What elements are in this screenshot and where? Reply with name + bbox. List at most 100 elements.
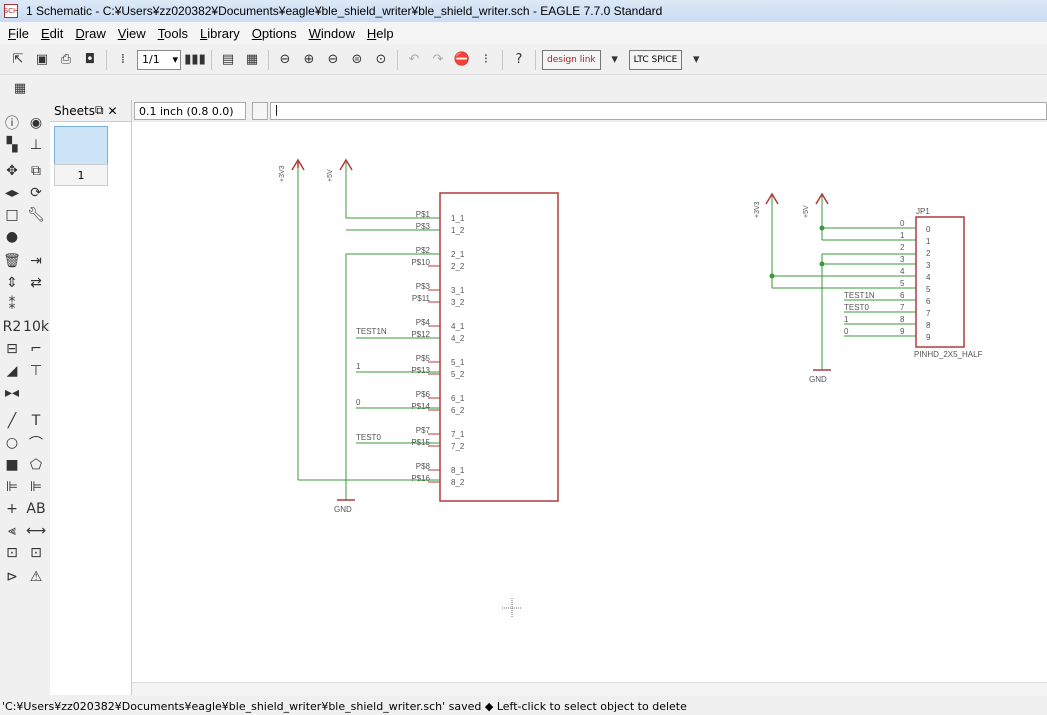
menu-file[interactable]: File (2, 26, 35, 41)
stop-icon[interactable]: ⛔ (453, 52, 471, 67)
rotate-icon[interactable]: ⟳ (30, 185, 42, 201)
grid-icon[interactable]: ▦ (13, 80, 27, 96)
jp-inner-pin-label: 7 (926, 309, 931, 318)
undock-icon[interactable]: ⧉ (94, 103, 104, 117)
pinswap-icon[interactable]: ⇕ (6, 275, 18, 291)
menu-draw[interactable]: Draw (69, 26, 111, 41)
connector-body[interactable] (439, 192, 559, 502)
toolbar-separator (211, 49, 212, 70)
gnd-left[interactable]: GND (334, 254, 355, 514)
pin-label: 1_1 (451, 214, 465, 223)
supply-3v3-left[interactable]: +3V3 (279, 158, 305, 480)
menu-accelerator: D (75, 25, 85, 41)
bus-icon[interactable]: ⊫ (5, 479, 19, 495)
invoke-icon[interactable]: ⊤ (29, 363, 43, 379)
zoom-fit-icon[interactable]: ⊖ (279, 52, 291, 67)
value-icon[interactable]: 10k (23, 319, 49, 335)
wire-icon[interactable]: ╱ (7, 413, 17, 429)
chevron-down-icon[interactable]: ▾ (611, 52, 618, 67)
designlink-button[interactable]: design link (542, 49, 601, 70)
mark-icon[interactable]: ⊥ (29, 137, 43, 153)
print-icon[interactable]: ⎙ (60, 52, 72, 67)
delete-icon[interactable]: 🗑︎ (3, 253, 21, 269)
bom-icon[interactable]: ▮▮▮ (184, 52, 206, 67)
menu-view[interactable]: View (112, 26, 152, 41)
attribute-icon[interactable]: ⫷ (8, 523, 16, 539)
pin-label: 4_2 (451, 334, 465, 343)
erc-icon[interactable]: ▸◂ (4, 385, 20, 401)
script-icon[interactable]: ▤ (221, 52, 235, 67)
move-icon[interactable]: ✥ (6, 163, 18, 179)
label-icon[interactable]: AB (26, 501, 46, 517)
smash-icon[interactable]: ⊟ (6, 341, 18, 357)
supply-5v-right[interactable]: +5V (803, 192, 829, 240)
sheet-icon[interactable]: ⁞ (120, 52, 126, 67)
go-icon[interactable]: ⁝ (483, 52, 489, 67)
split-icon[interactable]: ◢ (6, 363, 18, 379)
display-icon[interactable]: ▚ (6, 137, 18, 153)
polygon-icon[interactable]: ⬠ (29, 457, 43, 473)
copy-icon[interactable]: ⧉ (31, 163, 41, 179)
sheet-number[interactable]: 1 (54, 164, 108, 186)
frame-icon[interactable]: ⊡ (6, 545, 18, 561)
menu-library[interactable]: Library (194, 26, 246, 41)
command-input[interactable]: | (269, 102, 1047, 120)
rect-icon[interactable]: ■ (5, 457, 19, 473)
zoom-select-icon[interactable]: ⊙ (375, 52, 387, 67)
cam-icon[interactable]: ◘ (84, 52, 96, 67)
pad-label: P$8 (416, 462, 431, 471)
zoom-redraw-icon[interactable]: ⊜ (351, 52, 363, 67)
paste-icon[interactable]: ● (5, 229, 19, 245)
warning-icon[interactable]: ⚠ (29, 569, 43, 585)
ltspice-button[interactable]: LTC SPICE (628, 49, 683, 70)
chevron-down-icon[interactable]: ▾ (693, 52, 700, 67)
menu-label-rest: dit (49, 25, 64, 41)
supply-5v-left[interactable]: +5V (327, 158, 353, 218)
net-icon[interactable]: ⊫ (29, 479, 43, 495)
close-icon[interactable]: ✕ (107, 103, 118, 118)
help-icon[interactable]: ? (515, 52, 523, 67)
show-icon[interactable]: ◉ (29, 115, 43, 131)
dimension-icon[interactable]: ⟷ (25, 523, 47, 539)
jp-outer-pin-label: 7 (900, 303, 905, 312)
circle-icon[interactable]: ○ (5, 435, 19, 451)
supply-3v3-right[interactable]: +3V3 (754, 192, 779, 288)
miter-icon[interactable]: ⌐ (30, 341, 42, 357)
gateswap-icon[interactable]: ⇄ (30, 275, 42, 291)
group-icon[interactable]: □ (5, 207, 19, 223)
board-icon[interactable]: ▦ (245, 52, 259, 67)
undo-icon[interactable]: ↶ (408, 52, 420, 67)
gate-icon[interactable]: ⊳ (6, 569, 18, 585)
page-select-value: 1/1 (142, 53, 160, 66)
zoom-in-icon[interactable]: ⊕ (303, 52, 315, 67)
zoom-out-icon[interactable]: ⊖ (327, 52, 339, 67)
jp1-body[interactable] (915, 216, 965, 348)
pin-label: 2_1 (451, 250, 465, 259)
add-icon[interactable]: ⇥ (30, 253, 42, 269)
menu-options[interactable]: Options (246, 26, 303, 41)
arc-icon[interactable]: ⌒ (29, 436, 43, 452)
canvas-hscrollbar[interactable] (132, 682, 1047, 696)
gnd-label: GND (334, 505, 352, 514)
gnd-right[interactable]: GND (809, 254, 831, 384)
junction-icon[interactable]: + (6, 501, 18, 517)
mirror-icon[interactable]: ◂▸ (4, 185, 20, 201)
redo-icon[interactable]: ↷ (432, 52, 444, 67)
menu-window[interactable]: Window (303, 26, 361, 41)
change-icon[interactable]: 🔧︎ (27, 207, 45, 223)
menu-help[interactable]: Help (361, 26, 400, 41)
command-history-button[interactable] (251, 102, 268, 120)
menu-tools[interactable]: Tools (152, 26, 194, 41)
jp-outer-pin-label: 6 (900, 291, 905, 300)
name-icon[interactable]: R2 (2, 319, 22, 335)
pin-label: 7_1 (451, 430, 465, 439)
text-icon[interactable]: T (31, 413, 41, 429)
save-icon[interactable]: ▣ (35, 52, 49, 67)
module-icon[interactable]: ⊡ (30, 545, 42, 561)
open-icon[interactable]: ⇱ (12, 52, 24, 67)
replace-icon[interactable]: ⁑ (8, 297, 16, 313)
info-icon[interactable]: ⓘ (5, 116, 19, 132)
page-select[interactable]: 1/1▾ (137, 49, 181, 70)
menu-edit[interactable]: Edit (35, 26, 69, 41)
